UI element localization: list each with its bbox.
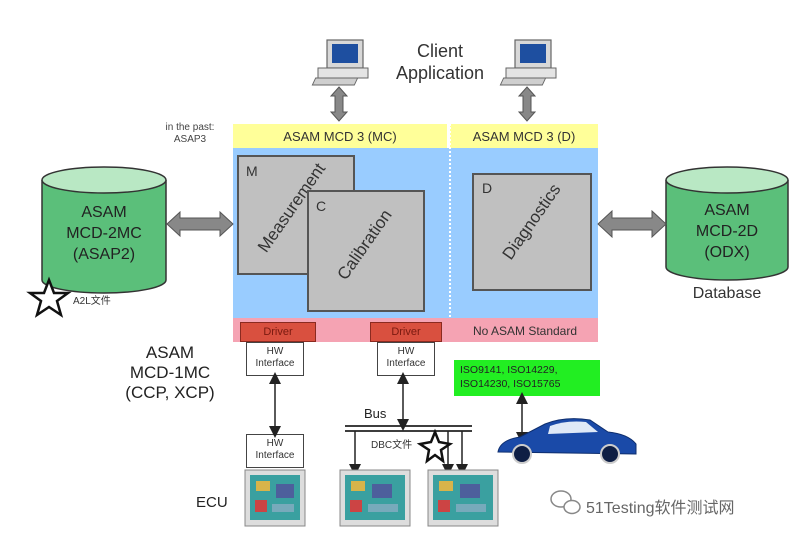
dbc-star-icon (416, 428, 454, 464)
mcd3-mc-band (233, 124, 447, 148)
diagnostics-letter: D (482, 180, 493, 196)
iso-standards-label: ISO9141, ISO14229, ISO14230, ISO15765 (460, 364, 561, 390)
calibration-box (307, 190, 425, 312)
driver-box-2: Driver (370, 322, 442, 342)
right-database-label: ASAM MCD-2D (ODX) (695, 202, 759, 261)
measurement-letter: M (246, 163, 258, 179)
mcd3-d-label: ASAM MCD 3 (D) (472, 129, 576, 144)
database-label: Database (692, 285, 762, 302)
hw-interface-box-3: HW Interface (246, 434, 304, 468)
mcd1mc-label: ASAM MCD-1MC (CCP, XCP) (125, 343, 215, 402)
diagnostics-box (472, 173, 592, 291)
ecu-board-3 (427, 469, 499, 527)
ecu-board-1 (244, 469, 306, 527)
client-application-label: Client Application (395, 41, 485, 83)
panel-divider (449, 124, 451, 344)
client-computer-right-icon (499, 39, 557, 86)
iso-standards-box (454, 360, 600, 396)
wechat-icon (550, 490, 581, 515)
a2l-file-label: A2L文件 (73, 296, 111, 307)
left-database-label: ASAM MCD-2MC (ASAP2) (66, 204, 142, 263)
hw-interface-box-1: HW Interface (246, 342, 304, 376)
driver-box-1: Driver (240, 322, 316, 342)
right-db-arrow (597, 209, 667, 239)
in-the-past-note: in the past: ASAP3 (165, 122, 215, 145)
ecu-label: ECU (196, 494, 228, 511)
mcd3-mc-label: ASAM MCD 3 (MC) (283, 129, 397, 144)
no-asam-standard-label: No ASAM Standard (472, 324, 578, 338)
left-db-arrow (166, 210, 234, 238)
watermark-label: 51Testing软件测试网 (586, 500, 735, 517)
ecu-board-2 (339, 469, 411, 527)
dbc-file-label: DBC文件 (371, 440, 413, 451)
bus-label: Bus (364, 406, 387, 421)
hw-interface-box-2: HW Interface (377, 342, 435, 376)
mcd3-d-band (450, 124, 598, 148)
a2l-star-icon (26, 276, 72, 318)
calibration-letter: C (316, 198, 327, 214)
car-icon (497, 418, 637, 464)
